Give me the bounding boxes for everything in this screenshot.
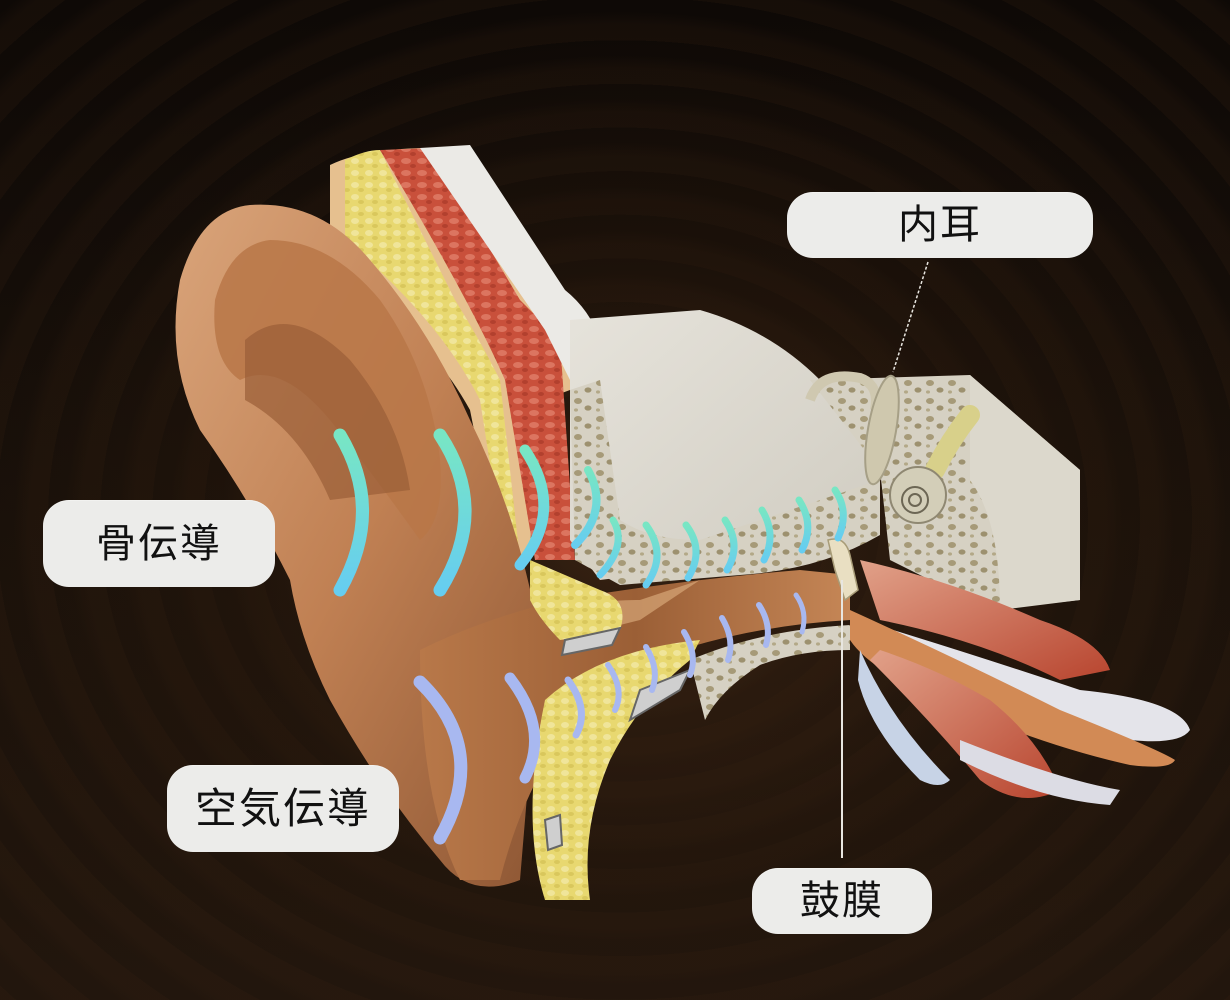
label-inner-ear: 内耳 (787, 192, 1093, 258)
label-bone-conduction-text: 骨伝導 (96, 520, 222, 567)
bone-conduction-waves (333, 428, 847, 597)
temporal-bone (570, 310, 1080, 610)
inner-ear-structure (805, 371, 980, 524)
label-eardrum-text: 鼓膜 (800, 878, 884, 924)
eardrum-ossicles (827, 538, 859, 602)
ear-canal (420, 560, 850, 900)
label-air-conduction: 空気伝導 (167, 765, 399, 852)
air-conduction-waves (413, 592, 807, 845)
label-bone-conduction: 骨伝導 (43, 500, 275, 587)
label-inner-ear-text: 内耳 (898, 202, 982, 248)
label-eardrum: 鼓膜 (752, 868, 932, 934)
muscles-eustachian-tube (850, 560, 1190, 805)
label-air-conduction-text: 空気伝導 (194, 783, 371, 833)
inner-ear-leader-line (892, 261, 929, 373)
